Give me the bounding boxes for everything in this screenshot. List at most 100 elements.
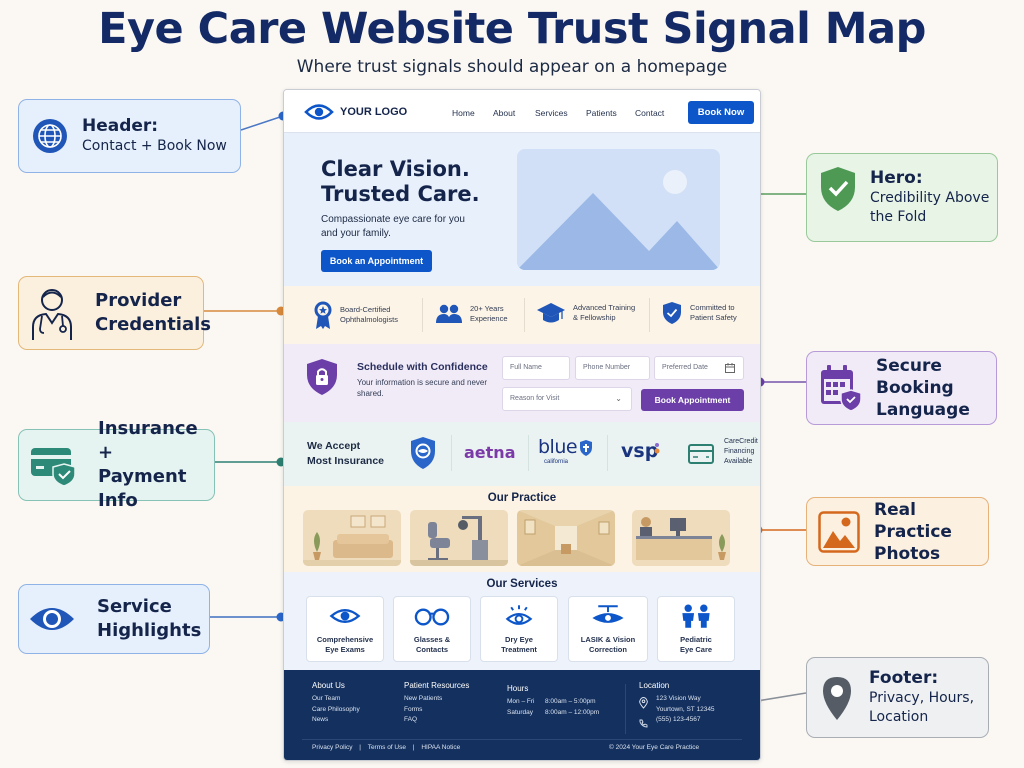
callout-label: Provider Credentials (95, 290, 212, 335)
site-footer: About Us Our Team Care Philosophy News P… (284, 670, 760, 760)
nav-patients[interactable]: Patients (586, 108, 617, 118)
mock-homepage: YOUR LOGO Home About Services Patients C… (283, 89, 761, 761)
vsp-dots-icon (654, 443, 660, 454)
hipaa-notice-link[interactable]: HIPAA Notice (421, 744, 461, 751)
callout-service-highlights: Service Highlights (18, 584, 210, 654)
credit-card-shield-icon (31, 448, 76, 486)
footer-link[interactable]: Forms (404, 705, 423, 713)
hero-text: Compassionate eye care for you and your … (321, 214, 465, 239)
page-title: Eye Care Website Trust Signal Map (98, 4, 926, 54)
footer-about: About Us Our Team Care Philosophy News (312, 681, 360, 726)
full-name-input[interactable]: Full Name (502, 356, 570, 380)
booking-heading: Schedule with Confidence (357, 361, 488, 373)
book-appointment-submit[interactable]: Book Appointment (641, 389, 744, 411)
logo-text[interactable]: YOUR LOGO (340, 106, 408, 118)
map-pin-icon (823, 676, 851, 720)
doctor-icon (32, 289, 72, 340)
divider (607, 435, 608, 471)
callout-provider-credentials: Provider Credentials (18, 276, 211, 350)
hero-section: Clear Vision.Trusted Care. Compassionate… (284, 133, 760, 286)
landscape-image-icon (517, 170, 720, 270)
footer-divider (302, 739, 742, 740)
photo-hallway[interactable] (517, 510, 615, 566)
callout-footer: Footer: Privacy, Hours, Location (806, 657, 989, 738)
divider (524, 298, 525, 332)
service-label: Glasses &Contacts (413, 635, 451, 654)
booking-text: Your information is secure and never sha… (357, 378, 487, 398)
footer-hours-heading: Hours (507, 684, 529, 693)
blue-california-sub: california (544, 459, 569, 465)
divider (528, 435, 529, 471)
preferred-date-placeholder: Preferred Date (662, 364, 708, 371)
photo-waiting-room[interactable] (303, 510, 401, 566)
footer-link[interactable]: Care Philosophy (312, 705, 360, 713)
image-icon (818, 510, 860, 553)
photo-reception[interactable] (632, 510, 730, 566)
nav-services[interactable]: Services (535, 108, 568, 118)
separator: | (359, 744, 361, 751)
site-header: YOUR LOGO Home About Services Patients C… (284, 90, 760, 133)
hero-headline-line2: Trusted Care. (321, 182, 480, 206)
footer-link[interactable]: FAQ (404, 716, 418, 723)
callout-practice-photos: Real Practice Photos (806, 497, 989, 566)
lasik-icon (592, 605, 624, 623)
chevron-down-icon: ⌄ (615, 394, 622, 403)
nav-home[interactable]: Home (452, 108, 475, 118)
footer-link[interactable]: New Patients (404, 695, 443, 702)
shield-check-icon (663, 302, 681, 324)
service-card-glasses[interactable]: Glasses &Contacts (393, 596, 471, 662)
reason-for-visit-select[interactable]: Reason for Visit ⌄ (502, 387, 632, 411)
children-icon (682, 604, 710, 628)
callout-label: Hero: Credibility Above the Fold (870, 168, 990, 225)
services-heading: Our Services (486, 578, 558, 590)
divider (451, 435, 452, 471)
photo-exam-room[interactable] (410, 510, 508, 566)
book-appointment-button[interactable]: Book an Appointment (321, 250, 432, 272)
phone-number[interactable]: (555) 123-4567 (656, 716, 701, 723)
logo-eye-icon (304, 104, 334, 120)
reason-placeholder: Reason for Visit (510, 395, 560, 402)
book-now-button[interactable]: Book Now (688, 101, 754, 124)
separator: | (412, 744, 415, 751)
globe-icon (33, 119, 67, 153)
glasses-icon (414, 608, 450, 626)
nav-about[interactable]: About (493, 108, 516, 118)
footer-link[interactable]: Our Team (312, 695, 341, 702)
calendar-icon (725, 363, 735, 373)
blue-shield-icon (580, 440, 592, 456)
hero-image-placeholder (517, 149, 720, 270)
callout-title: Header: (82, 116, 159, 136)
footer-link[interactable]: News (312, 716, 329, 723)
divider (625, 684, 626, 734)
calendar-shield-icon (821, 365, 862, 411)
copyright: © 2024 Your Eye Care Practice (609, 744, 700, 751)
privacy-policy-link[interactable]: Privacy Policy (312, 744, 353, 751)
callout-secure-booking: Secure Booking Language (806, 351, 997, 425)
callout-label: Real Practice Photos (874, 499, 952, 564)
credential-training: Advanced Training& Fellowship (537, 302, 635, 324)
blue-california-logo: blue (538, 436, 578, 458)
preferred-date-input[interactable]: Preferred Date (654, 356, 744, 380)
shield-check-icon (821, 167, 855, 211)
callout-subtitle: Contact + Book Now (82, 138, 227, 154)
callout-label: Service Highlights (97, 596, 202, 641)
phone-number-input[interactable]: Phone Number (575, 356, 650, 380)
vsp-logo: vsp (621, 440, 659, 462)
nav-contact[interactable]: Contact (635, 108, 665, 118)
page-subtitle: Where trust signals should appear on a h… (296, 57, 728, 77)
terms-of-use-link[interactable]: Terms of Use (367, 744, 406, 751)
